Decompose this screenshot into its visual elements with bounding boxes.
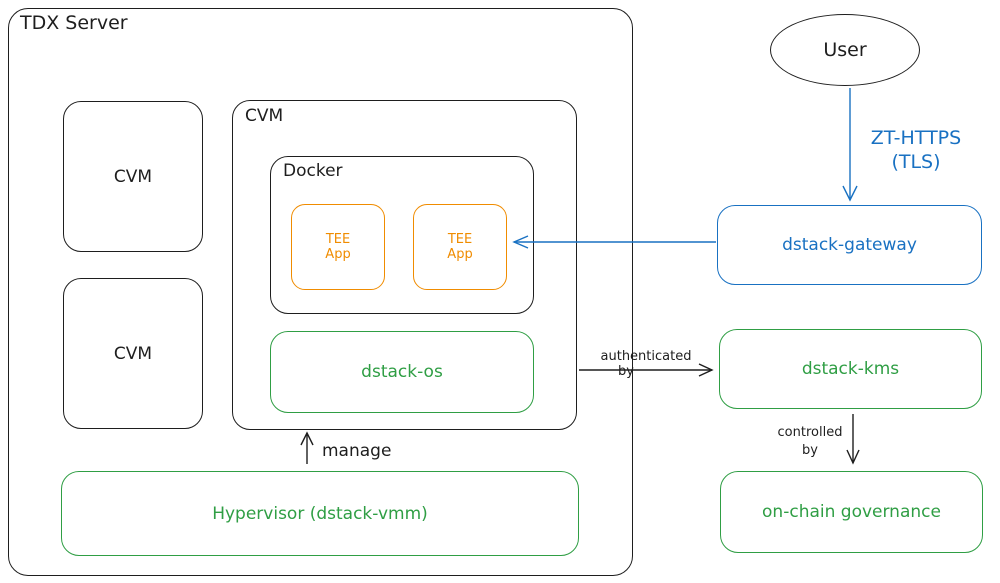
- dstack-kms-box: dstack-kms: [719, 329, 982, 409]
- dstack-os-label: dstack-os: [361, 362, 443, 382]
- cvm-box-main: [232, 100, 577, 430]
- authenticated-line2: by: [618, 364, 634, 379]
- arrow-user-to-gateway: [842, 88, 858, 202]
- user-node: User: [770, 14, 920, 86]
- zt-https-line2: (TLS): [891, 151, 941, 173]
- tee-app-label: TEE: [447, 232, 473, 247]
- authenticated-line1: authenticated: [600, 349, 692, 364]
- tdx-server-box: [8, 8, 633, 576]
- docker-label: Docker: [283, 161, 343, 181]
- dstack-gateway-box: dstack-gateway: [717, 205, 982, 285]
- governance-label: on-chain governance: [762, 502, 941, 522]
- arrow-os-to-kms: [579, 363, 714, 377]
- controlled-line1: controlled: [777, 425, 843, 440]
- dstack-gateway-label: dstack-gateway: [782, 235, 917, 255]
- tee-app-box-1: TEE App: [291, 204, 385, 290]
- controlled-by-label: controlled by: [765, 424, 855, 460]
- cvm-box-left-top: CVM: [63, 101, 203, 252]
- controlled-line2: by: [802, 443, 818, 458]
- governance-box: on-chain governance: [720, 471, 983, 553]
- authenticated-by-label: authenticated by: [586, 349, 706, 379]
- tee-app-box-2: TEE App: [413, 204, 507, 290]
- arrow-hypervisor-to-cvm: [300, 431, 314, 464]
- cvm-label: CVM: [113, 343, 153, 364]
- cvm-label: CVM: [113, 166, 153, 187]
- hypervisor-label: Hypervisor (dstack-vmm): [212, 503, 428, 524]
- dstack-os-box: dstack-os: [270, 331, 534, 413]
- cvm-box-left-bottom: CVM: [63, 278, 203, 429]
- arrow-gateway-to-tee-app: [512, 235, 716, 249]
- zt-https-label: ZT-HTTPS (TLS): [862, 126, 970, 174]
- user-label: User: [823, 39, 867, 61]
- zt-https-line1: ZT-HTTPS: [870, 127, 962, 149]
- tdx-server-label: TDX Server: [20, 12, 128, 34]
- dstack-kms-label: dstack-kms: [801, 359, 900, 379]
- tee-app-label: App: [447, 247, 473, 262]
- tee-app-label: App: [325, 247, 351, 262]
- cvm-main-label: CVM: [245, 106, 284, 126]
- manage-label: manage: [322, 441, 392, 461]
- arrow-kms-to-governance: [846, 414, 860, 465]
- tee-app-label: TEE: [325, 232, 351, 247]
- hypervisor-box: Hypervisor (dstack-vmm): [61, 471, 579, 556]
- docker-box: [270, 156, 534, 314]
